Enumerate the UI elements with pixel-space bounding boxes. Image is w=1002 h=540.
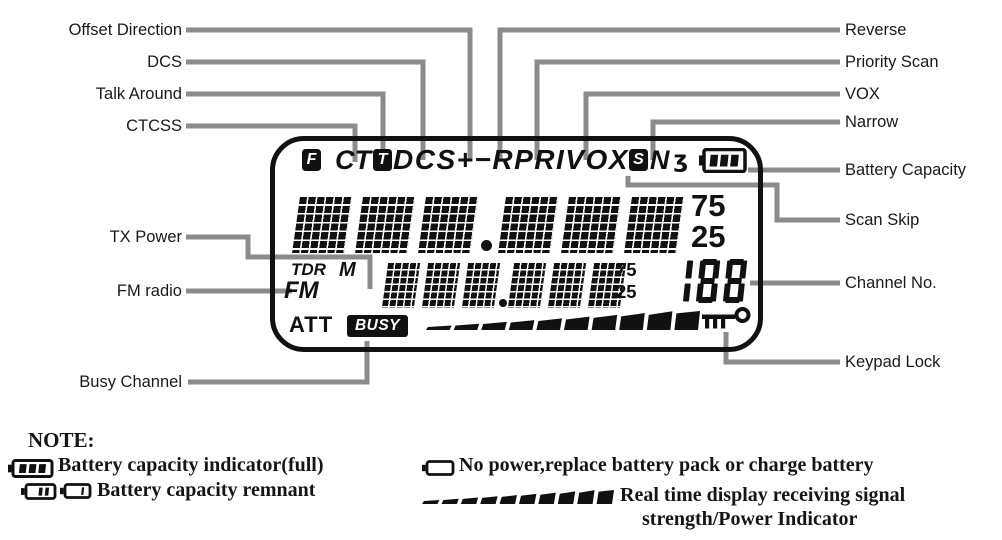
- vox-indicator: VOX: [565, 144, 629, 175]
- callout-line-reverse: [497, 27, 840, 160]
- callout-line-keypad-lock: [723, 332, 840, 365]
- signal-strength-icon: [424, 309, 705, 330]
- ear-icon: ʒ: [673, 147, 689, 173]
- label-scan-skip: Scan Skip: [845, 211, 920, 229]
- channel-number-display: [667, 258, 756, 305]
- label-busy-channel: Busy Channel: [79, 373, 182, 391]
- label-tx-power: TX Power: [109, 228, 182, 246]
- note-signal-text-line2: strength/Power Indicator: [642, 508, 858, 530]
- reverse-indicator: R: [492, 144, 515, 175]
- note-heading: NOTE:: [28, 428, 95, 452]
- digit-block: [421, 263, 461, 308]
- sub-digits-right: [507, 263, 627, 308]
- callout-line-dcs: [186, 59, 426, 160]
- frequency-step-indicator: 75 25: [691, 190, 725, 252]
- digit-block: [498, 197, 558, 253]
- note-signal-text-line1: Real time display receiving signal: [620, 484, 906, 506]
- dcs-indicator: DCS: [393, 144, 457, 175]
- ctcss-indicator: CT: [335, 144, 371, 175]
- callout-line-offset-direction: [186, 27, 473, 160]
- digit-block: [624, 197, 684, 253]
- label-channel-no: Channel No.: [845, 274, 937, 292]
- label-dcs: DCS: [147, 53, 182, 71]
- talk-around-badge: T: [373, 149, 392, 171]
- busy-indicator: BUSY: [347, 315, 408, 337]
- label-narrow: Narrow: [845, 113, 899, 131]
- battery-full-icon: [8, 459, 54, 478]
- offset-minus-indicator: −: [474, 144, 493, 175]
- priority-scan-indicator: PRI: [514, 144, 566, 175]
- digit-block: [355, 197, 415, 253]
- tdr-indicator: TDR: [291, 260, 326, 279]
- offset-plus-indicator: +: [456, 144, 475, 175]
- keypad-lock-icon: [701, 305, 751, 333]
- battery-empty-icon: [422, 460, 455, 476]
- digit-block: [418, 197, 478, 253]
- label-reverse: Reverse: [845, 21, 907, 39]
- battery-remnant-icon-a: [21, 483, 57, 500]
- step-25: 25: [691, 219, 726, 254]
- function-badge: F: [302, 149, 321, 171]
- note-battery-full-text: Battery capacity indicator(full): [58, 454, 324, 476]
- label-talk-around: Talk Around: [95, 85, 182, 103]
- lcd-indicator-row: F CT T DCS+−RPRIVOX S N ʒ: [302, 144, 747, 176]
- digit-block: [381, 263, 421, 308]
- note-battery-remnant-text: Battery capacity remnant: [97, 479, 316, 501]
- lcd-panel: [270, 136, 763, 352]
- fm-radio-indicator: FM: [284, 277, 319, 304]
- sub-step-indicator: 75 25: [616, 259, 637, 303]
- memory-indicator: M: [339, 259, 356, 281]
- callout-line-ctcss: [186, 123, 358, 162]
- frequency-decimal-point: [481, 240, 492, 251]
- label-offset-direction: Offset Direction: [68, 21, 182, 39]
- battery-remnant-icon-b: [60, 483, 92, 499]
- battery-icon: [699, 147, 747, 173]
- digit-block: [561, 197, 621, 253]
- label-vox: VOX: [845, 85, 880, 103]
- sub-decimal-point: [499, 299, 507, 307]
- label-priority-scan: Priority Scan: [845, 53, 939, 71]
- callout-line-tx-power: [186, 234, 373, 289]
- callout-line-priority-scan: [534, 59, 840, 160]
- digit-block: [507, 263, 547, 308]
- note-no-power-text: No power,replace battery pack or charge …: [459, 454, 874, 476]
- digit-block: [547, 263, 587, 308]
- legend-signal-icon: [420, 488, 619, 504]
- label-battery-capacity: Battery Capacity: [845, 161, 967, 179]
- callout-line-narrow: [650, 119, 840, 160]
- sub-digits-left: [381, 263, 501, 308]
- label-ctcss: CTCSS: [126, 117, 182, 135]
- mode-flags: DCS+−RPRIVOX: [393, 144, 629, 176]
- digit-block: [461, 263, 501, 308]
- narrow-indicator: N: [649, 144, 670, 175]
- att-indicator: ATT: [289, 312, 334, 337]
- frequency-digits-left: [292, 197, 478, 253]
- sub-step-75: 75: [616, 259, 637, 280]
- digit-block: [292, 197, 352, 253]
- label-keypad-lock: Keypad Lock: [845, 353, 941, 371]
- label-fm-radio: FM radio: [116, 282, 182, 300]
- frequency-digits-right: [498, 197, 684, 253]
- callout-line-scan-skip: [625, 176, 840, 223]
- sub-step-25: 25: [616, 281, 637, 302]
- step-75: 75: [691, 188, 726, 223]
- scan-skip-badge: S: [628, 149, 648, 171]
- callout-line-busy-channel: [188, 341, 370, 385]
